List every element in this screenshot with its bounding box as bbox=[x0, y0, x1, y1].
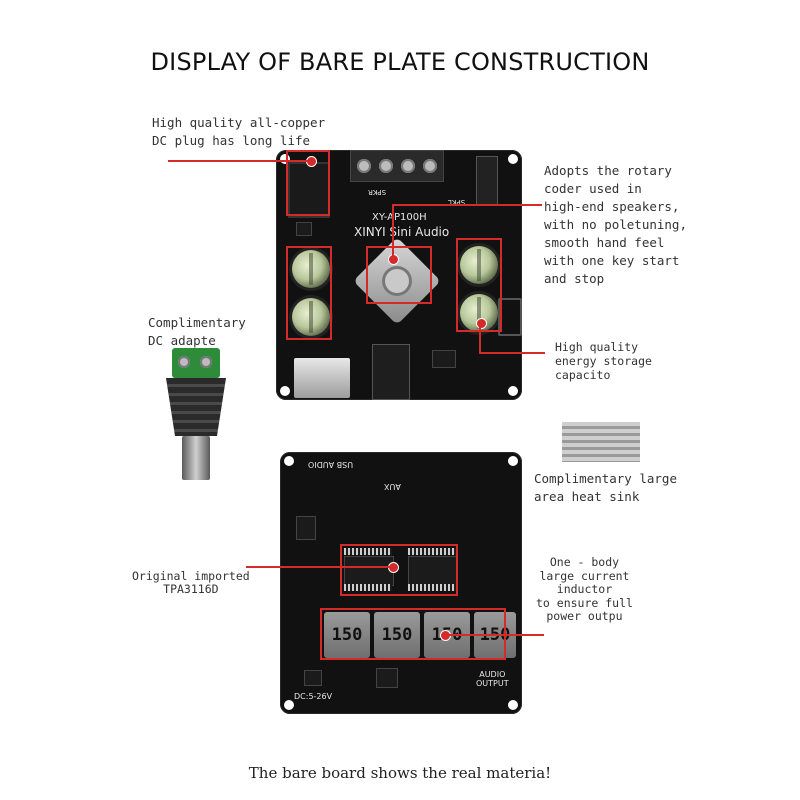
callout-capacitor: High quality energy storage capacito bbox=[555, 340, 652, 382]
mount-hole bbox=[280, 154, 290, 164]
adapter-terminal bbox=[172, 348, 220, 378]
mount-hole bbox=[508, 456, 518, 466]
model-label: XY-AP100H bbox=[372, 212, 427, 223]
smd-component bbox=[304, 670, 322, 686]
aux-jack bbox=[476, 156, 498, 206]
speaker-terminal bbox=[350, 150, 444, 182]
aux-label: AUX bbox=[384, 482, 401, 491]
capacitor bbox=[292, 250, 330, 288]
page-title: DISPLAY OF BARE PLATE CONSTRUCTION bbox=[150, 48, 650, 76]
encoder-highlight bbox=[366, 246, 432, 304]
screw bbox=[379, 159, 393, 173]
inductor: 150 bbox=[324, 612, 370, 658]
screw bbox=[178, 356, 190, 368]
callout-dc-adapter: Complimentary DC adapte bbox=[148, 315, 246, 348]
mount-hole bbox=[284, 456, 294, 466]
inductor: 150 bbox=[374, 612, 420, 658]
audio-jack bbox=[372, 344, 410, 400]
callout-dc-plug: High quality all-copper DC plug has long… bbox=[152, 115, 326, 148]
dc-plug-highlight bbox=[286, 150, 330, 216]
smd-component bbox=[296, 222, 312, 236]
usb-audio-label: USB AUDIO bbox=[308, 460, 354, 469]
rotary-knob bbox=[382, 266, 412, 296]
spkr-label: SPKR bbox=[368, 188, 387, 196]
bottom-board: USB AUDIO AUX 150 150 150 150 DC:5-26V A… bbox=[280, 452, 522, 714]
dc-jack bbox=[288, 162, 330, 218]
mount-hole bbox=[284, 700, 294, 710]
screw bbox=[401, 159, 415, 173]
adapter-barrel bbox=[182, 436, 210, 480]
chip-highlight bbox=[340, 544, 458, 596]
callout-line bbox=[479, 352, 545, 354]
dc-voltage-label: DC:5-26V bbox=[294, 692, 333, 701]
marker-dot bbox=[476, 318, 487, 329]
callout-line bbox=[246, 566, 392, 568]
screw bbox=[357, 159, 371, 173]
footer-caption: The bare board shows the real materia! bbox=[248, 764, 552, 782]
mount-hole bbox=[508, 386, 518, 396]
audio-output-label: AUDIO OUTPUT bbox=[476, 670, 509, 688]
chip-pins bbox=[408, 548, 456, 555]
usb-port bbox=[294, 358, 350, 398]
callout-inductor: One - body large current inductor to ens… bbox=[536, 555, 633, 623]
callout-rotary: Adopts the rotary coder used in high-end… bbox=[544, 163, 687, 286]
mount-hole bbox=[508, 154, 518, 164]
screw bbox=[200, 356, 212, 368]
mount-hole bbox=[280, 386, 290, 396]
callout-line bbox=[392, 204, 394, 256]
screw bbox=[423, 159, 437, 173]
smd-component bbox=[432, 350, 456, 368]
antenna bbox=[498, 298, 522, 336]
callout-heat-sink: Complimentary large area heat sink bbox=[534, 471, 677, 504]
chip-pins bbox=[408, 584, 456, 591]
dc-adapter bbox=[160, 348, 232, 484]
top-board: SPKR SPKL XY-AP100H XINYI Sini Audio bbox=[276, 150, 522, 400]
tpa3116d-chip bbox=[344, 556, 394, 586]
left-capacitor-highlight bbox=[286, 246, 332, 340]
adapter-body bbox=[166, 378, 226, 436]
chip-pins bbox=[344, 548, 392, 555]
smd-component bbox=[376, 668, 398, 688]
heat-sink bbox=[562, 422, 640, 462]
callout-chip: Original imported TPA3116D bbox=[132, 569, 250, 596]
callout-line bbox=[392, 204, 542, 206]
callout-line bbox=[479, 326, 481, 354]
callout-line bbox=[168, 160, 308, 162]
brand-label: XINYI Sini Audio bbox=[354, 225, 450, 239]
capacitor bbox=[292, 298, 330, 336]
callout-line bbox=[444, 634, 544, 636]
mount-hole bbox=[508, 700, 518, 710]
smd-component bbox=[296, 516, 316, 540]
capacitor bbox=[460, 246, 498, 284]
chip-pins bbox=[344, 584, 392, 591]
